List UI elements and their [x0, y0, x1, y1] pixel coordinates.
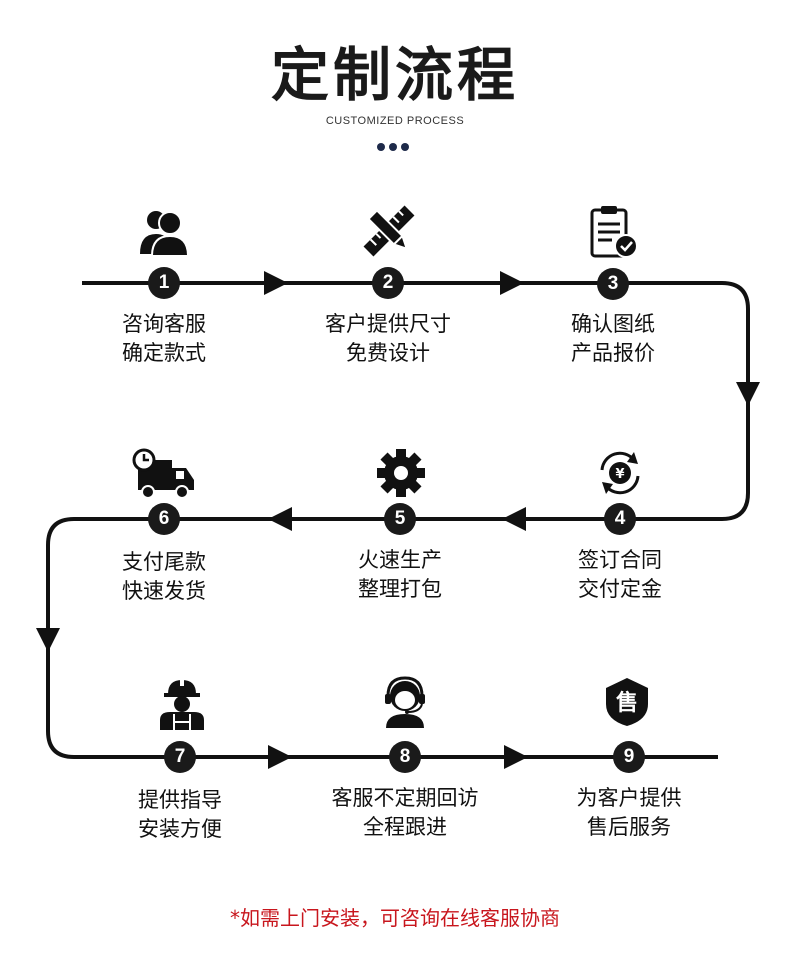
step-number: 9	[613, 741, 645, 773]
after-sales-shield-icon: 售	[606, 678, 648, 726]
step-label-line2: 售后服务	[587, 815, 671, 839]
step-number: 6	[148, 503, 180, 535]
step-label: 确认图纸 产品报价	[518, 310, 708, 368]
pencil-ruler-icon	[363, 205, 415, 257]
arrow-left	[502, 507, 526, 531]
step-label-line1: 确认图纸	[571, 312, 655, 336]
step-label-line1: 客户提供尺寸	[325, 312, 451, 336]
yuan-refresh-icon: ¥	[600, 451, 640, 495]
svg-text:¥: ¥	[615, 467, 624, 482]
step-number: 3	[597, 268, 629, 300]
step-label-line1: 提供指导	[138, 788, 222, 812]
worker-helmet-icon	[160, 678, 204, 730]
step-label: 支付尾款 快速发货	[69, 548, 259, 606]
step-label-line1: 咨询客服	[122, 312, 206, 336]
step-number: 7	[164, 741, 196, 773]
step-number: 5	[384, 503, 416, 535]
step-label-line1: 签订合同	[578, 548, 662, 572]
step-number: 4	[604, 503, 636, 535]
step-label-line1: 为客户提供	[576, 786, 682, 810]
step-label-line2: 免费设计	[346, 341, 430, 365]
gear-icon	[377, 449, 425, 497]
step-label-line2: 交付定金	[578, 577, 662, 601]
arrow-right	[504, 745, 528, 769]
step-label-line2: 产品报价	[571, 341, 655, 365]
arrow-down	[736, 382, 760, 406]
step-label-line2: 全程跟进	[363, 815, 447, 839]
step-label-line1: 客服不定期回访	[331, 786, 479, 810]
headset-agent-icon	[385, 676, 425, 728]
step-label-line2: 快速发货	[122, 579, 206, 603]
step-label: 签订合同 交付定金	[525, 546, 715, 604]
page-title: 定制流程	[270, 41, 519, 109]
arrow-left	[268, 507, 292, 531]
arrow-right	[268, 745, 292, 769]
step-number: 2	[372, 267, 404, 299]
step-label: 火速生产 整理打包	[305, 546, 495, 604]
step-label: 咨询客服 确定款式	[69, 310, 259, 368]
arrow-down	[36, 628, 60, 652]
delivery-truck-icon	[132, 448, 194, 499]
users-icon	[140, 211, 190, 257]
step-label-line2: 安装方便	[138, 817, 222, 841]
step-number: 1	[148, 267, 180, 299]
step-number: 8	[389, 741, 421, 773]
step-label-line2: 整理打包	[358, 577, 442, 601]
page-subtitle: CUSTOMIZED PROCESS	[325, 115, 465, 127]
step-label: 提供指导 安装方便	[85, 786, 275, 844]
step-label: 客户提供尺寸 免费设计	[293, 310, 483, 368]
step-label-line1: 支付尾款	[122, 550, 206, 574]
step-label-line1: 火速生产	[358, 548, 442, 572]
installation-note: *如需上门安装，可咨询在线客服协商	[230, 906, 560, 930]
svg-text:售: 售	[616, 690, 638, 716]
step-label: 为客户提供 售后服务	[534, 784, 724, 842]
arrow-right	[264, 271, 288, 295]
arrow-right	[500, 271, 524, 295]
step-label: 客服不定期回访 全程跟进	[310, 784, 500, 842]
clipboard-check-icon	[590, 206, 638, 258]
decorative-dots	[375, 143, 415, 153]
step-label-line2: 确定款式	[122, 341, 206, 365]
